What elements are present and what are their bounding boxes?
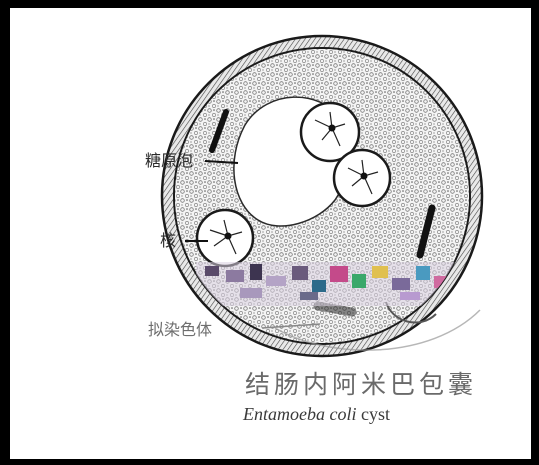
- label-chromatoid-body: 拟染色体: [148, 320, 213, 339]
- nucleus-1: [299, 101, 361, 163]
- label-leader-lines: [185, 160, 321, 329]
- cyst-wall-lower-edge: [274, 309, 481, 351]
- image-artifact-band: [196, 262, 470, 306]
- frame-border-bottom: [0, 459, 539, 465]
- label-glycogen-vacuole: 糖原泡: [145, 151, 194, 170]
- nucleus-3: [195, 208, 255, 268]
- chromatoid-bodies: [209, 109, 436, 317]
- caption-scientific-name: Entamoeba coli: [243, 404, 357, 424]
- frame-border-left: [0, 0, 10, 465]
- caption-english-suffix: cyst: [360, 404, 390, 424]
- frame-border-right: [531, 0, 539, 465]
- frame-border-top: [0, 0, 539, 8]
- caption-chinese: 结肠内阿米巴包囊: [245, 370, 478, 399]
- caption-english: Entamoeba coli cyst: [243, 405, 390, 423]
- label-nucleus: 核: [160, 231, 177, 250]
- nucleus-2: [332, 148, 392, 208]
- nucleus-4: [385, 301, 437, 324]
